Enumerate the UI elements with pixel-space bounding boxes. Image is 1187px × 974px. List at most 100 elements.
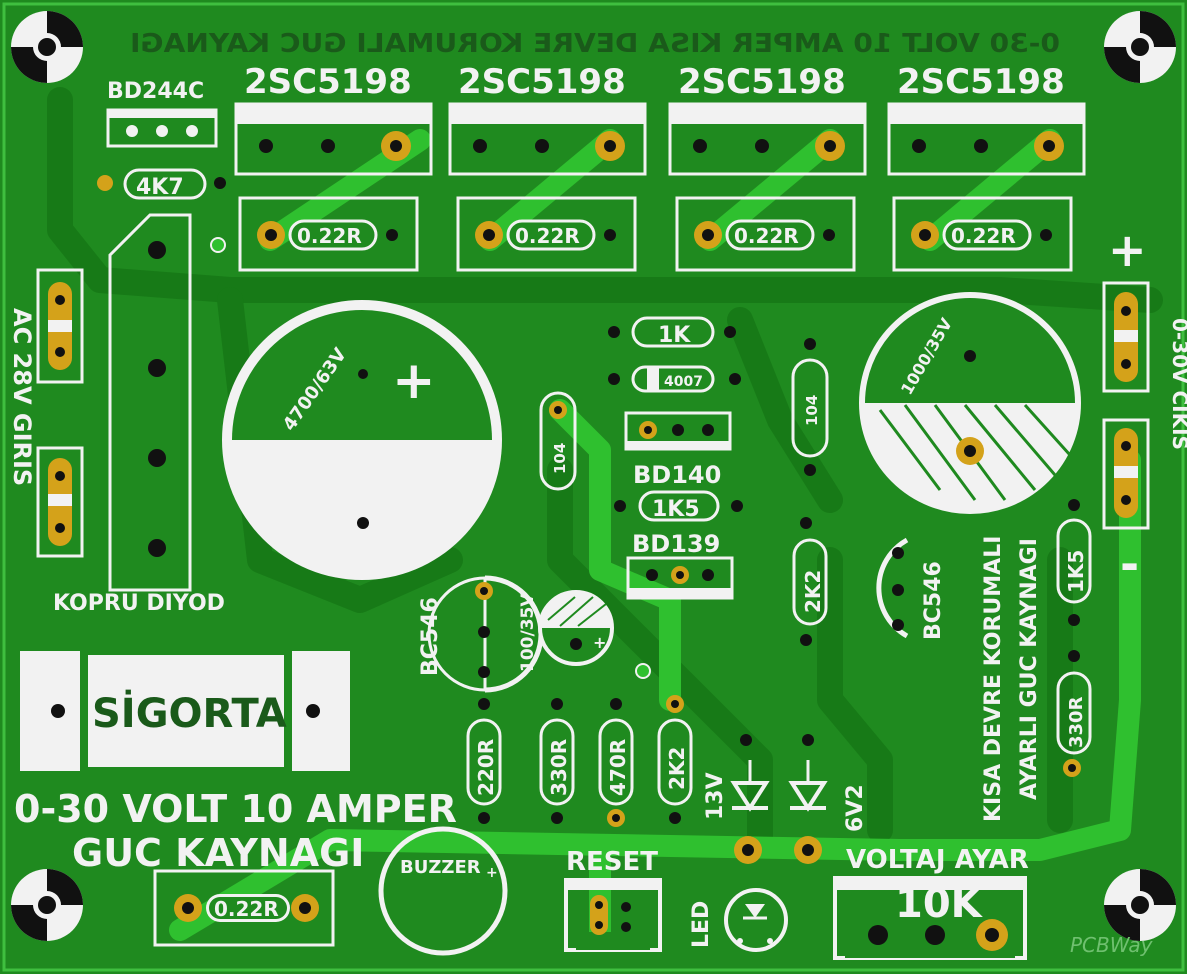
title-line1: 0-30 VOLT 10 AMPER <box>14 787 457 831</box>
power-transistor-pin <box>912 139 926 153</box>
power-transistor-collector-hole <box>1043 140 1055 152</box>
emitter-resistor-label: 0.22R <box>734 224 799 248</box>
power-transistor-tab <box>236 104 431 124</box>
emitter-resistor-hole <box>265 229 277 241</box>
emitter-resistor-label: 0.22R <box>297 224 362 248</box>
emitter-resistor-body <box>725 219 815 251</box>
cap-main-plus: + <box>392 351 436 411</box>
reset-label: RESET <box>566 847 658 877</box>
out-plus-label: + <box>1108 223 1147 277</box>
q-bd139-label: BD139 <box>632 530 720 558</box>
cap-small-plus: + <box>593 633 606 652</box>
diode-label: 4007 <box>664 374 703 390</box>
power-transistor-pin <box>535 139 549 153</box>
led-footprint <box>724 888 788 952</box>
emitter-resistor-hole <box>919 229 931 241</box>
r-220r: 220R <box>466 698 502 824</box>
out-terminal-2 <box>1102 418 1150 530</box>
emitter-resistor-hole <box>702 229 714 241</box>
title-line2: GUC KAYNAGI <box>72 831 364 875</box>
r-bottom-label: 0.22R <box>214 897 279 921</box>
emitter-resistor-hole <box>604 229 616 241</box>
power-transistor-collector-hole <box>604 140 616 152</box>
side-title-line2: AYARLI GUC KAYNAGI <box>1017 538 1042 800</box>
bridge-outline <box>108 213 192 592</box>
power-transistor-collector-hole <box>390 140 402 152</box>
emitter-resistor-hole <box>483 229 495 241</box>
q-bd140-label: BD140 <box>633 461 721 489</box>
buzzer-plus: + <box>486 865 498 881</box>
cap-104-left-body <box>539 391 577 491</box>
q-driver-label: BD244C <box>107 79 204 104</box>
power-transistor-label: 2SC5198 <box>678 62 846 102</box>
q-bc546-right-label: BC546 <box>921 561 946 640</box>
copper-traces-bright <box>169 129 1141 951</box>
mounting-hole-bl <box>11 869 83 941</box>
emitter-resistor-outline <box>892 196 1073 272</box>
mounting-hole-tr <box>1104 11 1176 83</box>
side-title-line1: KISA DEVRE KORUMALI <box>981 536 1006 822</box>
diode-body <box>631 365 715 393</box>
r-1k5-label: 1K5 <box>652 497 700 522</box>
r-470r-label: 470R <box>606 739 630 796</box>
buzzer-body <box>378 826 508 956</box>
power-transistor-pin <box>321 139 335 153</box>
emitter-resistor-hole <box>823 229 835 241</box>
buzzer-label: BUZZER <box>400 857 481 878</box>
r-1k5-right-body <box>1056 518 1092 604</box>
led-label: LED <box>689 901 714 948</box>
power-transistor-pin <box>755 139 769 153</box>
emitter-resistor-body <box>288 219 378 251</box>
emitter-resistor-outline <box>456 196 637 272</box>
cap-out-hatch-lines <box>878 403 1072 501</box>
ac-terminal-1 <box>36 268 84 384</box>
power-transistor-pin <box>259 139 273 153</box>
power-transistor-label: 2SC5198 <box>897 62 1065 102</box>
pot-footprint <box>833 876 1027 960</box>
emitter-resistor-body <box>942 219 1032 251</box>
cap-104-right-label: 104 <box>803 395 821 426</box>
q-bc546-left-body <box>427 576 487 692</box>
r-base-body <box>123 168 207 200</box>
power-transistor-pin <box>473 139 487 153</box>
power-transistor-pin <box>974 139 988 153</box>
emitter-resistor-outline <box>675 196 856 272</box>
reset-button-footprint <box>564 878 662 952</box>
out-minus-label: - <box>1120 537 1139 591</box>
cap-104-right-body <box>791 358 829 458</box>
power-transistor-collector-hole <box>824 140 836 152</box>
power-transistor-tab <box>450 104 645 124</box>
emitter-resistor-hole <box>1040 229 1052 241</box>
r-1k5-body <box>638 490 720 522</box>
zener-6v2-label: 6V2 <box>843 784 868 832</box>
q-bc546-left-label: BC546 <box>418 597 443 676</box>
r-1k-body <box>631 316 715 348</box>
power-transistor-label: 2SC5198 <box>458 62 626 102</box>
r-base-label: 4K7 <box>136 175 184 200</box>
r-330r-label: 330R <box>547 739 571 796</box>
r-2k2-b-label: 2K2 <box>665 747 689 790</box>
power-transistor-pin <box>693 139 707 153</box>
zener-13v: 13V <box>703 734 770 864</box>
power-transistor-tab <box>889 104 1084 124</box>
mirrored-title: 0-30 VOLT 10 AMPER KISA DEVRE KORUMALI G… <box>130 29 1060 59</box>
pot-value: 10K <box>895 881 984 927</box>
r-1k5-right-label: 1K5 <box>1064 550 1088 593</box>
r-330r-right-body <box>1056 671 1092 755</box>
ac-input-label: AC 28V GIRIS <box>8 308 36 486</box>
emitter-resistor-body <box>506 219 596 251</box>
cap-104-left-label: 104 <box>551 443 569 474</box>
zener-13v-label: 13V <box>703 772 728 820</box>
r-470r: 470R <box>598 698 634 827</box>
r-330r: 330R <box>539 698 575 824</box>
emitter-resistor-label: 0.22R <box>951 224 1016 248</box>
bridge-label: KOPRU DIYOD <box>53 591 225 616</box>
emitter-resistor-outline <box>238 196 419 272</box>
r-220r-label: 220R <box>474 739 498 796</box>
r-2k2-a-label: 2K2 <box>801 570 825 613</box>
emitter-resistor-label: 0.22R <box>515 224 580 248</box>
r-2k2-a-body <box>792 538 828 626</box>
pot-label: VOLTAJ AYAR <box>846 845 1029 875</box>
mounting-holes <box>11 11 1176 941</box>
